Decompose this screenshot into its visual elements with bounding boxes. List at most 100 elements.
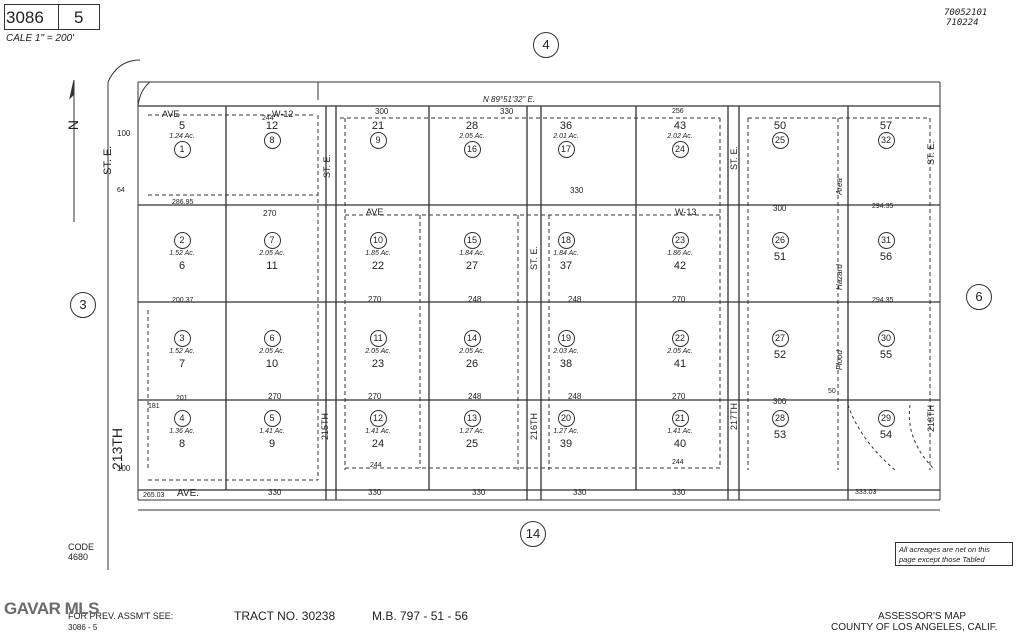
dim-label: 300 <box>375 107 389 116</box>
sheet-ref-bottom[interactable]: 14 <box>520 521 546 547</box>
dim-label: 244 <box>370 462 382 469</box>
dim-label: 64 <box>117 187 125 194</box>
parcel-circle-number: 29 <box>877 410 895 427</box>
parcel-lot-number: 7 <box>178 358 186 370</box>
sheet-ref-top[interactable]: 4 <box>533 32 559 58</box>
dim-label: 256 <box>672 108 684 115</box>
parcel-lot-number: 21 <box>371 120 385 132</box>
flood-label: Flood <box>835 349 844 370</box>
prev-assessment-label: FOR PREV. ASSM'T SEE: <box>68 611 174 621</box>
north-arrow-icon: N <box>65 119 82 131</box>
street-w12: W-12 <box>272 109 294 119</box>
map-book-ref: M.B. 797 - 51 - 56 <box>372 609 469 623</box>
parcel-circle-number: 7 <box>263 232 281 249</box>
parcel-lot-number: 26 <box>465 358 479 370</box>
parcel-acreage: 2.01 Ac. <box>553 133 579 140</box>
parcel-circle-number: 24 <box>671 141 689 158</box>
book-page-box: 3086 5 CALE 1" = 200' <box>4 4 100 44</box>
parcel-acreage: 2.05 Ac. <box>459 133 485 140</box>
street-w13: W-13 <box>675 207 697 217</box>
dim-label: 330 <box>368 488 382 497</box>
parcel-circle-number: 11 <box>369 330 387 347</box>
parcel-circle-number: 25 <box>771 132 789 149</box>
street-st-e-left: ST. E. <box>102 145 114 175</box>
parcel-acreage: 1.36 Ac. <box>169 428 195 435</box>
parcel-circle-number: 18 <box>557 232 575 249</box>
dim-label: 200.37 <box>172 297 194 304</box>
dim-label: 330 <box>500 107 514 116</box>
dim-label: 300 <box>773 397 787 406</box>
dim-label: 294.35 <box>872 297 894 304</box>
stamp-line1: 70052101 <box>944 8 988 18</box>
parcel-lot-number: 24 <box>371 438 385 450</box>
parcel-lot-number: 53 <box>773 429 787 441</box>
parcel-circle-number: 30 <box>877 330 895 347</box>
parcel-circle-number: 27 <box>771 330 789 347</box>
scale-label: CALE 1" = 200' <box>6 33 75 44</box>
sheet-ref-bottom-label: 14 <box>525 526 541 541</box>
dim-label: 181 <box>148 403 160 410</box>
parcel-circle-number: 15 <box>463 232 481 249</box>
parcel-lot-number: 28 <box>465 120 479 132</box>
parcel-acreage: 1.84 Ac. <box>553 250 579 257</box>
parcel-circle-number: 6 <box>263 330 281 347</box>
sheet-ref-left[interactable]: 3 <box>70 292 96 318</box>
dim-label: 248 <box>568 392 582 401</box>
stamp-line2: 710224 <box>946 18 979 28</box>
parcel-lot-number: 38 <box>559 358 573 370</box>
dim-label: 300 <box>773 204 787 213</box>
parcel-acreage: 2.02 Ac. <box>667 133 693 140</box>
street-217th: 217TH <box>729 402 739 430</box>
parcel-acreage: 1.41 Ac. <box>667 428 693 435</box>
sheet-ref-right[interactable]: 6 <box>966 284 992 310</box>
parcel-circle-number: 4 <box>173 410 191 427</box>
dim-label: 201 <box>176 395 188 402</box>
parcel-circle-number: 1 <box>173 141 191 158</box>
parcel-lot-number: 52 <box>773 349 787 361</box>
parcel-circle-number: 28 <box>771 410 789 427</box>
parcel-acreage: 1.41 Ac. <box>365 428 391 435</box>
tract-number: TRACT NO. 30238 <box>234 609 336 623</box>
dim-label: 270 <box>672 392 686 401</box>
dim-label: 248 <box>568 295 582 304</box>
parcel-circle-number: 14 <box>463 330 481 347</box>
acreage-note: All acreages are net on this page except… <box>895 542 1013 566</box>
parcel-lot-number: 6 <box>178 260 186 272</box>
prev-assessment-value: 3086 - 5 <box>68 623 98 632</box>
parcel-acreage: 2.03 Ac. <box>553 348 579 355</box>
parcel-lot-number: 11 <box>266 260 278 272</box>
